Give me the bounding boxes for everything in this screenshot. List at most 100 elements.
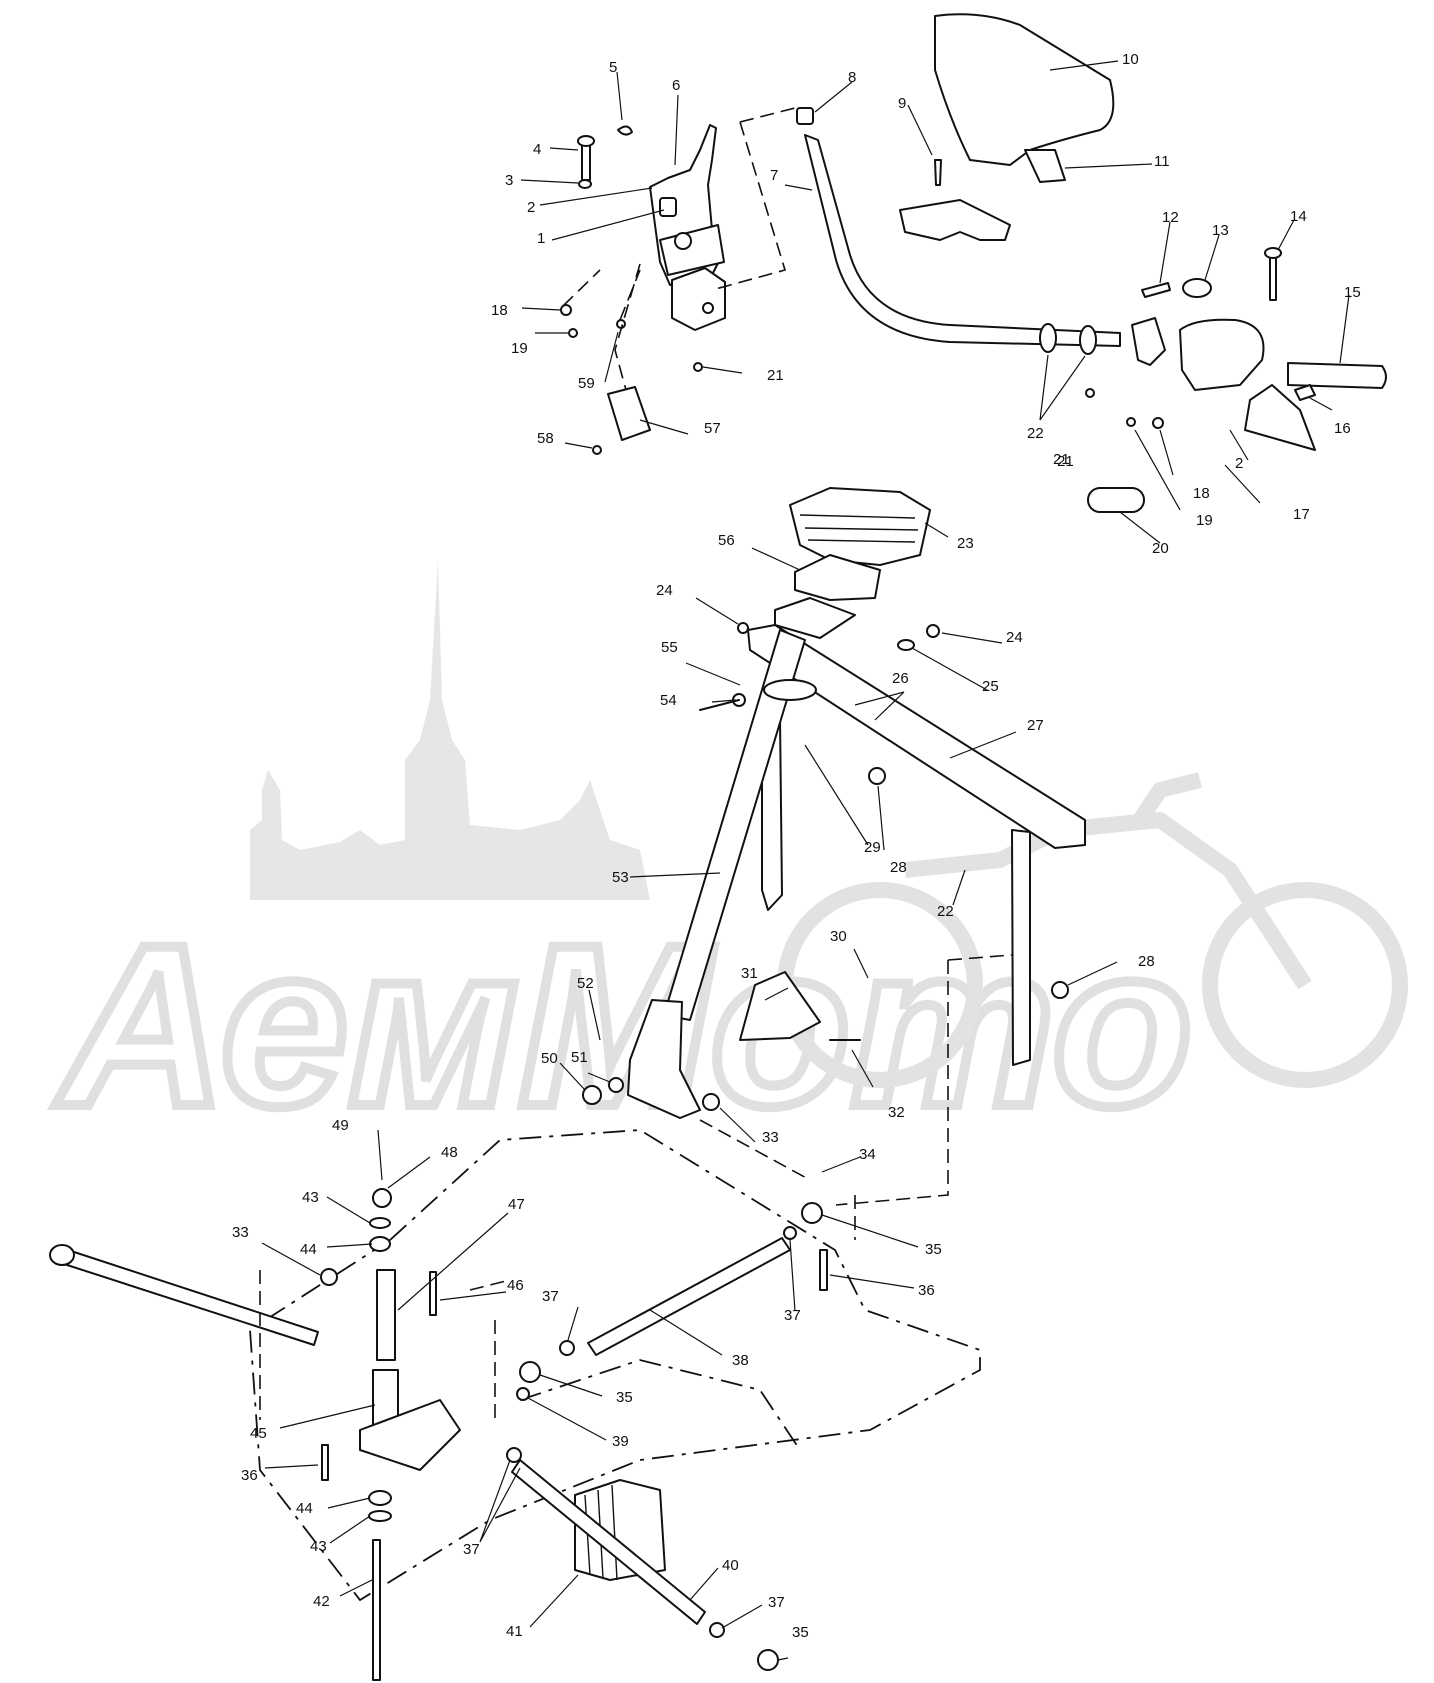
callout-43: 43 [302,1189,319,1206]
callout-29: 29 [864,839,881,856]
screw-19b [1126,417,1136,427]
seat-base [899,199,1011,241]
nut-39 [516,1387,530,1401]
washer-18b [1152,417,1164,429]
callout-18: 18 [491,302,508,319]
nut-50 [582,1085,602,1105]
callout-5: 5 [609,59,617,76]
callout-35: 35 [925,1241,942,1258]
bolt-36a [819,1249,828,1291]
callout-48: 48 [441,1144,458,1161]
cotter-clip [617,125,633,136]
callout-42: 42 [313,1593,330,1610]
callout-33-b: 33 [232,1224,249,1241]
callout-labels: 5 6 4 3 2 1 8 10 9 7 11 12 13 14 15 18 1… [232,51,1361,1641]
callout-1: 1 [537,230,545,247]
column-53 [663,629,806,1021]
castle-nut-48 [372,1188,392,1208]
callout-43-b: 43 [310,1538,327,1555]
bolt-42 [372,1539,381,1681]
callout-15: 15 [1344,284,1361,301]
plate-lower [774,597,856,639]
callout-37-b: 37 [784,1307,801,1324]
frame-leg-right [1011,829,1031,1066]
base-phantom-inner [519,1359,801,1451]
nut-37a [559,1340,575,1356]
upper-right-assembly [711,13,1387,513]
callout-31: 31 [741,965,758,982]
bushing-44b [368,1490,392,1506]
nut-37d [709,1622,725,1638]
nut-28a [868,767,886,785]
washer [578,179,592,189]
callout-36: 36 [918,1282,935,1299]
column-phantom [835,954,1013,1206]
frame-beam-27 [747,624,1086,849]
callout-37-c: 37 [463,1541,480,1558]
base-phantom-outline [249,1129,981,1602]
pin-14-head [1264,247,1282,259]
callout-44: 44 [300,1241,317,1258]
callout-58: 58 [537,430,554,447]
bushing [659,197,677,217]
callout-21-c: 21 [1057,453,1074,470]
callout-35-c: 35 [792,1624,809,1641]
callout-10: 10 [1122,51,1139,68]
handle-housing [1179,318,1265,391]
callout-34: 34 [859,1146,876,1163]
steering-rod [804,134,1121,347]
callout-37: 37 [542,1288,559,1305]
rod-end-left [49,1244,75,1266]
bracket-hole [674,232,692,250]
callout-37-d: 37 [768,1594,785,1611]
watermark-text: АемМото [55,897,1192,1154]
hose-clamp-a [1039,323,1057,353]
callout-19: 19 [511,340,528,357]
spring-12 [1141,282,1171,298]
callout-26: 26 [892,670,909,687]
mount-stud [702,302,714,314]
boot-folds [799,514,919,543]
column-frame-assembly [582,487,1086,1206]
callout-49: 49 [332,1117,349,1134]
callout-40: 40 [722,1557,739,1574]
callout-24-b: 24 [1006,629,1023,646]
callout-9: 9 [898,95,906,112]
washer-25 [897,639,915,651]
callout-20: 20 [1152,540,1169,557]
seat-clip [1024,149,1066,183]
left-bracket-assembly [560,124,726,455]
callout-25: 25 [982,678,999,695]
callout-8: 8 [848,69,856,86]
cover-17 [1244,384,1316,451]
callout-47: 47 [508,1196,525,1213]
callout-19-b: 19 [1196,512,1213,529]
lower-linkage [49,1119,981,1681]
callout-28: 28 [890,859,907,876]
callout-11: 11 [1154,153,1170,170]
screw-58 [592,445,602,455]
stop-plate [607,386,651,441]
callout-2: 2 [527,199,535,216]
callout-41: 41 [506,1623,523,1640]
rod-end-35c [757,1649,779,1671]
screw-21 [693,362,703,372]
callout-39: 39 [612,1433,629,1450]
cap-13 [1182,278,1212,298]
callout-17: 17 [1293,506,1310,523]
nut-37c [506,1447,522,1463]
callout-21: 21 [767,367,784,384]
callout-18-b: 18 [1193,485,1210,502]
callout-4: 4 [533,141,541,158]
callout-23: 23 [957,535,974,552]
rubber-mount [671,267,726,331]
tie-rod-38 [587,1237,791,1356]
nut-33a [702,1093,720,1111]
watermark-skyline [250,560,650,900]
callout-14: 14 [1290,208,1307,225]
shaft-40 [511,1459,706,1625]
bolt-9 [934,159,942,186]
callout-3: 3 [505,172,513,189]
nut-28b [1051,981,1069,999]
plate-31 [739,971,821,1041]
